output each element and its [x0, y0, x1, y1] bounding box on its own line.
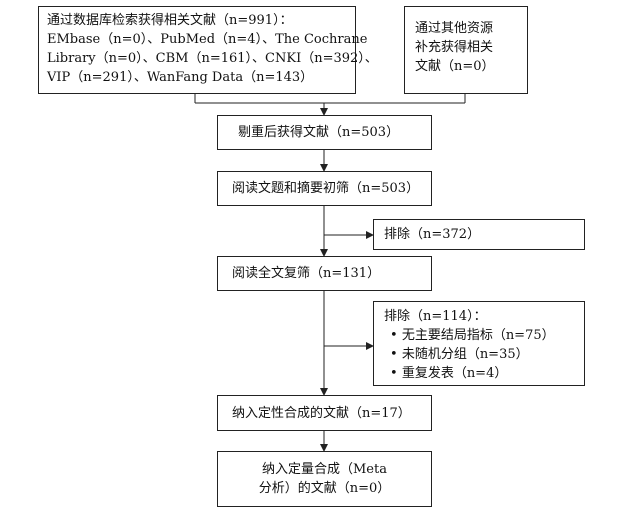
- title-abstract-label: 阅读文题和摘要初筛（n=503）: [232, 181, 420, 196]
- database-search-line: 通过数据库检索获得相关文献（n=991）：: [47, 13, 293, 28]
- quantitative-box: 纳入定量合成（Meta 分析）的文献（n=0）: [217, 451, 432, 507]
- exclude-1-box: 排除（n=372）: [373, 219, 585, 250]
- dedup-label: 剔重后获得文献（n=503）: [238, 125, 400, 140]
- exclusion-reason-item: 无主要结局指标（n=75）: [390, 326, 584, 345]
- exclusion-reason-item: 重复发表（n=4）: [390, 364, 584, 383]
- exclusion-reason-item: 未随机分组（n=35）: [390, 345, 584, 364]
- database-search-line: Library（n=0）、CBM（n=161）、CNKI（n=392）、: [47, 51, 378, 66]
- database-search-box: 通过数据库检索获得相关文献（n=991）： EMbase（n=0）、PubMed…: [38, 6, 378, 94]
- fulltext-box: 阅读全文复筛（n=131）: [217, 256, 432, 291]
- database-search-line: VIP（n=291）、WanFang Data（n=143）: [47, 70, 314, 85]
- other-sources-line: 补充获得相关: [415, 40, 494, 55]
- quantitative-line: 分析）的文献（n=0）: [258, 481, 391, 496]
- exclusion-reason-list: 无主要结局指标（n=75） 未随机分组（n=35） 重复发表（n=4）: [384, 326, 584, 383]
- other-sources-line: 通过其他资源: [415, 21, 494, 36]
- exclude-1-label: 排除（n=372）: [384, 227, 481, 242]
- fulltext-label: 阅读全文复筛（n=131）: [232, 266, 381, 281]
- exclude-2-box: 排除（n=114）： 无主要结局指标（n=75） 未随机分组（n=35） 重复发…: [373, 301, 585, 386]
- other-sources-box: 通过其他资源 补充获得相关 文献（n=0）: [404, 6, 528, 94]
- exclude-2-title: 排除（n=114）：: [384, 309, 487, 324]
- dedup-box: 剔重后获得文献（n=503）: [217, 115, 432, 150]
- title-abstract-box: 阅读文题和摘要初筛（n=503）: [217, 171, 432, 206]
- quantitative-line: 纳入定量合成（Meta: [262, 462, 387, 477]
- qualitative-label: 纳入定性合成的文献（n=17）: [232, 406, 411, 421]
- qualitative-box: 纳入定性合成的文献（n=17）: [217, 395, 432, 431]
- other-sources-line: 文献（n=0）: [415, 59, 495, 74]
- database-search-line: EMbase（n=0）、PubMed（n=4）、The Cochrane: [47, 32, 368, 47]
